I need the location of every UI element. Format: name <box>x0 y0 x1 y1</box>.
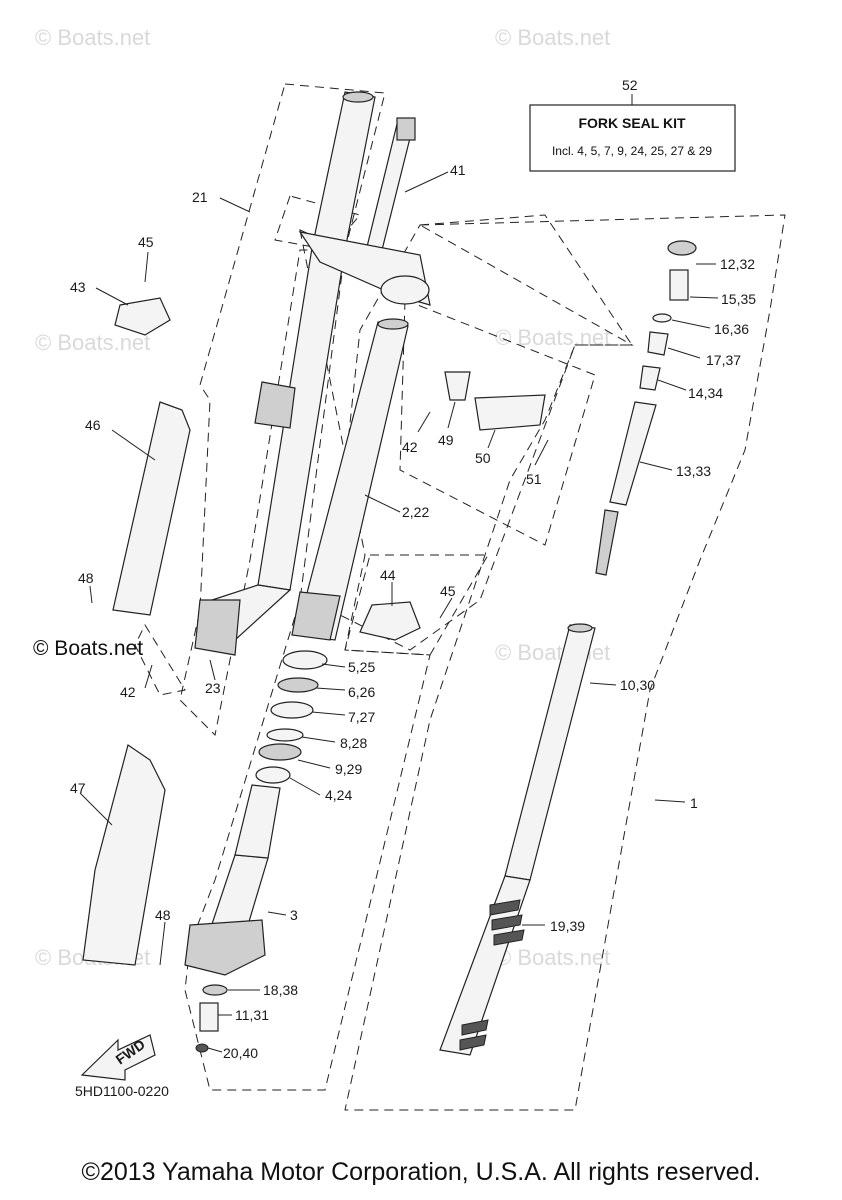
inner-tube-2-22 <box>291 318 409 641</box>
callout: 45 <box>138 234 154 250</box>
callout: 10,30 <box>620 677 655 693</box>
kit-title: FORK SEAL KIT <box>578 115 686 131</box>
watermark: © Boats.net <box>35 25 150 50</box>
fwd-arrow-icon: FWD <box>80 1034 156 1081</box>
diagram-code: 5HD1100-0220 <box>75 1083 169 1099</box>
kit-includes: Incl. 4, 5, 7, 9, 24, 25, 27 & 29 <box>552 144 712 158</box>
callout: 20,40 <box>223 1045 258 1061</box>
callout: 8,28 <box>340 735 367 751</box>
callout: 46 <box>85 417 101 433</box>
callout: 12,32 <box>720 256 755 272</box>
callout: 3 <box>290 907 298 923</box>
callout: 11,31 <box>235 1007 269 1023</box>
callout: 42 <box>402 439 418 455</box>
callout: 42 <box>120 684 136 700</box>
callout: 48 <box>155 907 171 923</box>
callout: 44 <box>380 567 396 583</box>
callout: 2,22 <box>402 504 429 520</box>
callout: 15,35 <box>721 291 756 307</box>
clamp-44 <box>359 601 421 641</box>
callout: 5,25 <box>348 659 375 675</box>
clamp-43 <box>114 297 171 336</box>
springs <box>459 899 525 1051</box>
callout: 41 <box>450 162 466 178</box>
bottom-parts <box>195 984 228 1053</box>
fork-seal-kit-box: 52 FORK SEAL KIT Incl. 4, 5, 7, 9, 24, 2… <box>529 77 736 172</box>
callout: 6,26 <box>348 684 375 700</box>
callout: 17,37 <box>706 352 741 368</box>
bracket-49-50 <box>444 371 546 431</box>
callout: 51 <box>526 471 542 487</box>
callout: 13,33 <box>676 463 711 479</box>
callout: 16,36 <box>714 321 749 337</box>
callout: 47 <box>70 780 86 796</box>
kit-number: 52 <box>622 77 638 93</box>
watermark: © Boats.net <box>495 640 610 665</box>
seal-stack <box>255 650 328 784</box>
callout: 19,39 <box>550 918 585 934</box>
watermark: © Boats.net <box>495 325 610 350</box>
callout: 48 <box>78 570 94 586</box>
callout: 1 <box>690 795 698 811</box>
callout: 18,38 <box>263 982 298 998</box>
callout: 14,34 <box>688 385 723 401</box>
callout: 9,29 <box>335 761 362 777</box>
callouts: 21 41 45 43 46 48 42 23 47 48 44 45 2,22… <box>70 162 756 1061</box>
callout: 4,24 <box>325 787 352 803</box>
callout: 50 <box>475 450 491 466</box>
callout: 21 <box>192 189 208 205</box>
callout: 45 <box>440 583 456 599</box>
watermark: © Boats.net <box>495 25 610 50</box>
watermark: © Boats.net <box>35 330 150 355</box>
fork-guard-46 <box>112 401 191 616</box>
callout: 49 <box>438 432 454 448</box>
callout: 23 <box>205 680 221 696</box>
outer-tube-21 <box>194 91 376 656</box>
watermark-bold: © Boats.net <box>33 637 143 660</box>
outer-tube-3 <box>184 784 281 976</box>
steering-stem-41 <box>298 117 431 306</box>
copyright-notice: ©2013 Yamaha Motor Corporation, U.S.A. A… <box>81 1158 761 1186</box>
callout: 43 <box>70 279 86 295</box>
watermark: © Boats.net <box>495 945 610 970</box>
callout: 7,27 <box>348 709 375 725</box>
fork-guard-47 <box>82 744 166 966</box>
